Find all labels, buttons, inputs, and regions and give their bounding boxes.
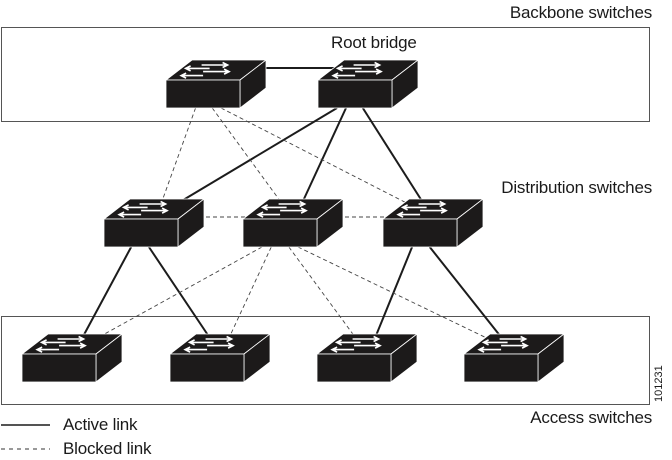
switch-front-face bbox=[165, 79, 241, 109]
link-blocked-backbone-1-dist-2 bbox=[211, 107, 288, 212]
arrow-icon bbox=[183, 65, 210, 72]
arrow-icon bbox=[205, 335, 234, 343]
arrow-icon bbox=[117, 211, 142, 218]
switch-access-1 bbox=[20, 333, 124, 383]
legend-blocked-label: Blocked link bbox=[63, 439, 152, 458]
arrow-icon bbox=[187, 339, 214, 346]
link-blocked-backbone-1-dist-1 bbox=[158, 107, 196, 212]
switch-access-4 bbox=[462, 333, 566, 383]
switch-dist-3 bbox=[381, 198, 485, 248]
link-blocked-dist-2-access-1 bbox=[82, 246, 263, 347]
switch-dist-2 bbox=[241, 198, 345, 248]
distribution-tier-label: Distribution switches bbox=[501, 178, 652, 197]
arrow-icon bbox=[59, 342, 87, 349]
bidirectional-arrows-icon bbox=[35, 335, 87, 353]
backbone-tier-label: Backbone switches bbox=[509, 3, 652, 22]
switch-front-face bbox=[382, 218, 458, 248]
arrow-icon bbox=[330, 346, 355, 353]
arrow-icon bbox=[141, 207, 169, 214]
arrow-icon bbox=[501, 342, 529, 349]
arrow-icon bbox=[121, 204, 148, 211]
switch-backbone-1 bbox=[164, 59, 268, 109]
link-active-dist-3-access-3 bbox=[370, 246, 414, 347]
access-tier-box bbox=[1, 316, 650, 405]
arrow-icon bbox=[334, 339, 361, 346]
arrow-icon bbox=[420, 207, 448, 214]
link-active-dist-1-access-2 bbox=[148, 246, 217, 347]
arrow-icon bbox=[499, 335, 528, 343]
link-active-backbone-2-dist-1 bbox=[164, 107, 338, 212]
switch-front-face bbox=[316, 353, 392, 383]
bidirectional-arrows-icon bbox=[330, 335, 382, 353]
link-active-backbone-2-dist-3 bbox=[361, 107, 430, 212]
root-bridge-label: Root bridge bbox=[331, 33, 417, 52]
switch-access-3 bbox=[315, 333, 419, 383]
switch-front-face bbox=[242, 218, 318, 248]
arrow-icon bbox=[477, 346, 502, 353]
bidirectional-arrows-icon bbox=[179, 61, 231, 79]
link-blocked-dist-2-access-2 bbox=[224, 246, 272, 347]
arrow-icon bbox=[201, 61, 230, 69]
switch-front-face bbox=[103, 218, 179, 248]
bidirectional-arrows-icon bbox=[256, 200, 308, 218]
arrow-icon bbox=[35, 346, 60, 353]
access-tier-label: Access switches bbox=[530, 408, 652, 427]
arrow-icon bbox=[481, 339, 508, 346]
arrow-icon bbox=[354, 342, 382, 349]
switch-front-face bbox=[169, 353, 245, 383]
legend bbox=[1, 424, 50, 450]
arrow-icon bbox=[278, 200, 307, 208]
switch-front-face bbox=[463, 353, 539, 383]
figure-id: 101231 bbox=[653, 365, 665, 402]
arrow-icon bbox=[400, 204, 427, 211]
arrow-icon bbox=[57, 335, 86, 343]
links-layer bbox=[77, 67, 509, 347]
link-active-dist-1-access-1 bbox=[77, 246, 133, 347]
switch-access-2 bbox=[168, 333, 272, 383]
bidirectional-arrows-icon bbox=[396, 200, 448, 218]
arrow-icon bbox=[355, 68, 383, 75]
arrow-icon bbox=[396, 211, 421, 218]
arrow-icon bbox=[256, 211, 281, 218]
link-blocked-dist-2-access-3 bbox=[288, 246, 363, 347]
switch-dist-1 bbox=[102, 198, 206, 248]
switch-front-face bbox=[317, 79, 393, 109]
switch-backbone-2 bbox=[316, 59, 420, 109]
bidirectional-arrows-icon bbox=[331, 61, 383, 79]
arrow-icon bbox=[280, 207, 308, 214]
link-blocked-backbone-1-dist-3 bbox=[220, 107, 423, 212]
arrow-icon bbox=[179, 72, 204, 79]
switch-front-face bbox=[21, 353, 97, 383]
bidirectional-arrows-icon bbox=[183, 335, 235, 353]
arrow-icon bbox=[139, 200, 168, 208]
arrow-icon bbox=[260, 204, 287, 211]
arrow-icon bbox=[353, 61, 382, 69]
backbone-tier-box bbox=[1, 27, 650, 122]
arrow-icon bbox=[203, 68, 231, 75]
arrow-icon bbox=[39, 339, 66, 346]
switches-layer bbox=[20, 59, 566, 383]
arrow-icon bbox=[418, 200, 447, 208]
arrow-icon bbox=[352, 335, 381, 343]
arrow-icon bbox=[183, 346, 208, 353]
link-active-dist-3-access-4 bbox=[428, 246, 509, 347]
legend-active-label: Active link bbox=[63, 415, 138, 434]
arrow-icon bbox=[335, 65, 362, 72]
link-blocked-dist-2-access-4 bbox=[297, 246, 504, 347]
bidirectional-arrows-icon bbox=[117, 200, 169, 218]
arrow-icon bbox=[207, 342, 235, 349]
arrow-icon bbox=[331, 72, 356, 79]
bidirectional-arrows-icon bbox=[477, 335, 529, 353]
